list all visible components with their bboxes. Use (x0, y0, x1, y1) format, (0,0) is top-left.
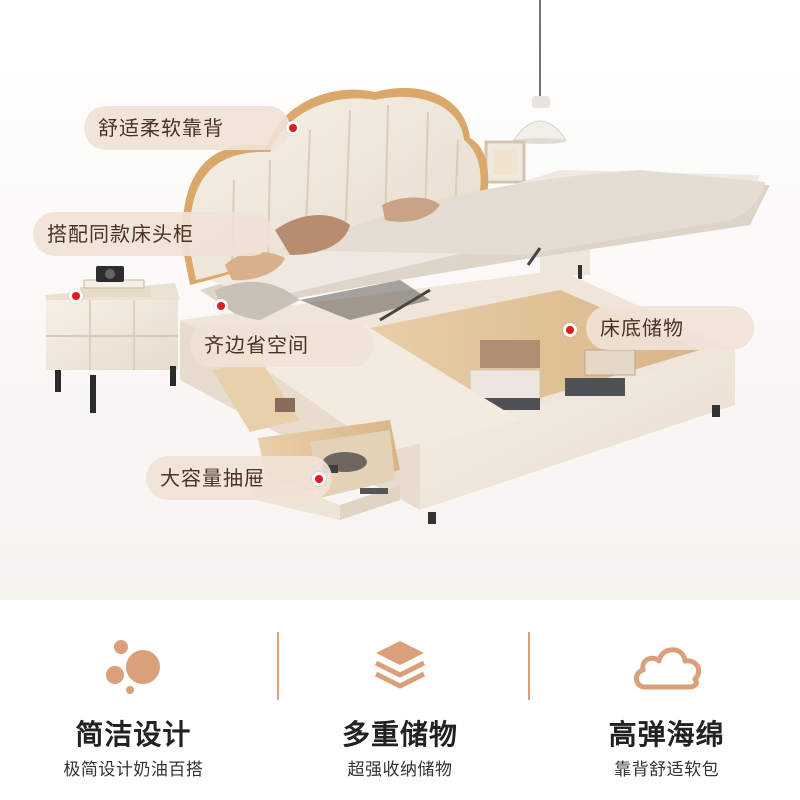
dots-icon (106, 640, 161, 694)
under-bed-callout: 床底储物 (586, 306, 754, 350)
feature-subtitle: 极简设计奶油百搭 (63, 760, 204, 780)
pendant-lamp (513, 120, 567, 141)
drawer-callout-text: 大容量抽屉 (160, 466, 265, 490)
headboard-marker (286, 121, 300, 135)
feature-subtitle: 超强收纳储物 (347, 760, 453, 780)
drawer-marker (312, 472, 326, 486)
flush-callout: 齐边省空间 (190, 323, 374, 367)
feature-row: 简洁设计 极简设计奶油百搭 多重储物 超强收纳储物 高弹海绵 靠背舒适软包 (0, 625, 800, 800)
nightstand-marker (69, 289, 83, 303)
product-scene (0, 0, 800, 600)
feature-divider-2 (528, 632, 530, 700)
feature-divider-1 (277, 632, 279, 700)
feature-simple-design: 简洁设计 极简设计奶油百搭 (0, 625, 267, 800)
feature-storage: 多重储物 超强收纳储物 (267, 625, 534, 800)
cloud-icon (633, 647, 701, 690)
flush-callout-text: 齐边省空间 (204, 333, 309, 357)
feature-subtitle: 靠背舒适软包 (614, 760, 720, 780)
bed-illustration (0, 0, 800, 600)
under-bed-marker (563, 323, 577, 337)
feature-sponge: 高弹海绵 靠背舒适软包 (533, 625, 800, 800)
nightstand-callout-text: 搭配同款床头柜 (47, 222, 194, 246)
mattress (200, 170, 770, 322)
feature-title: 简洁设计 (75, 718, 192, 751)
headboard-callout-text: 舒适柔软靠背 (98, 116, 224, 140)
layers-icon (374, 641, 426, 689)
feature-title: 多重储物 (342, 718, 459, 751)
nightstand (45, 266, 180, 413)
flush-marker (214, 299, 228, 313)
under-bed-callout-text: 床底储物 (600, 316, 684, 340)
drawer-callout: 大容量抽屉 (146, 456, 332, 500)
feature-title: 高弹海绵 (608, 718, 725, 751)
nightstand-callout: 搭配同款床头柜 (33, 212, 273, 256)
headboard-callout: 舒适柔软靠背 (84, 106, 290, 150)
